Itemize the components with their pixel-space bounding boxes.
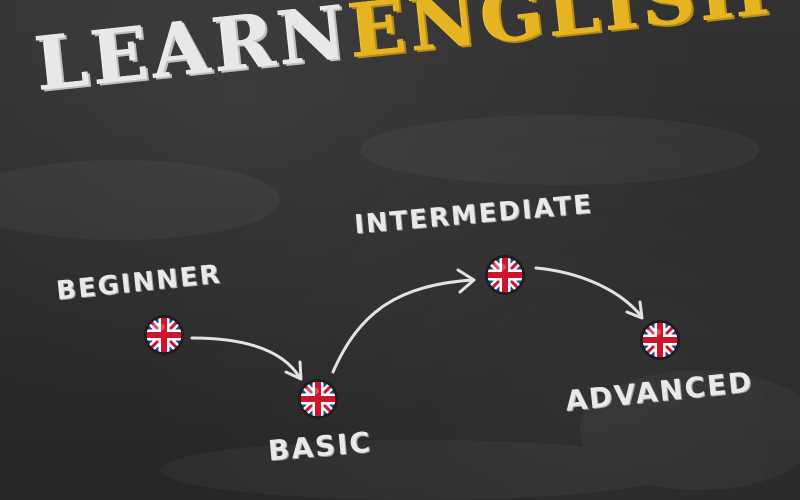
arrow-intermediate-to-advanced [534, 266, 644, 320]
uk-flag-icon-basic [298, 379, 338, 419]
arrow-basic-to-intermediate [331, 268, 476, 374]
uk-flag-icon-beginner [144, 315, 184, 355]
arrow-beginner-to-basic [190, 336, 303, 381]
uk-flag-icon-intermediate [485, 255, 525, 295]
uk-flag-icon-advanced [640, 320, 680, 360]
